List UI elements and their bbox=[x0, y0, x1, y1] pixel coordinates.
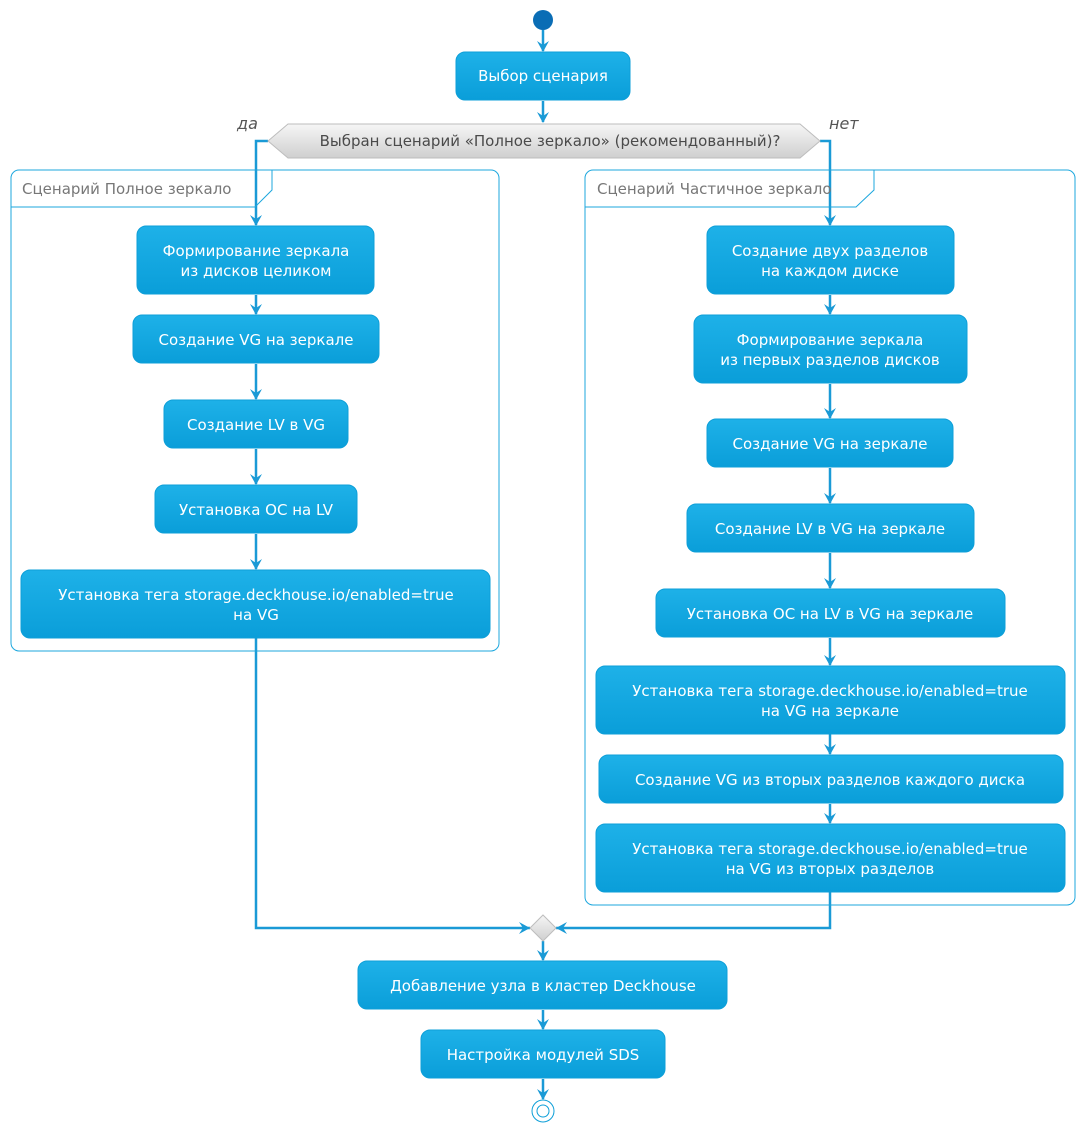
start-node bbox=[533, 10, 553, 30]
partial-step-2-line1: Формирование зеркала bbox=[737, 331, 924, 349]
branch-no-label: нет bbox=[829, 114, 859, 133]
action-configure-sds-label: Настройка модулей SDS bbox=[447, 1046, 640, 1064]
full-step-1-line2: из дисков целиком bbox=[180, 262, 331, 280]
partial-step-3-label: Создание VG на зеркале bbox=[733, 435, 928, 453]
group-full-mirror: Сценарий Полное зеркало bbox=[10, 169, 500, 652]
full-step-2: Создание VG на зеркале bbox=[132, 314, 380, 364]
partial-step-2: Формирование зеркала из первых разделов … bbox=[693, 314, 968, 384]
full-step-5-line2: на VG bbox=[233, 606, 279, 624]
full-step-4: Установка ОС на LV bbox=[154, 484, 358, 534]
full-step-5: Установка тега storage.deckhouse.io/enab… bbox=[20, 569, 491, 639]
partial-step-8-line1: Установка тега storage.deckhouse.io/enab… bbox=[632, 840, 1028, 858]
partial-step-1: Создание двух разделов на каждом диске bbox=[706, 225, 955, 295]
partial-step-6-line1: Установка тега storage.deckhouse.io/enab… bbox=[632, 682, 1028, 700]
full-step-2-label: Создание VG на зеркале bbox=[159, 331, 354, 349]
partial-step-4-label: Создание LV в VG на зеркале bbox=[715, 520, 945, 538]
partial-step-6-line2: на VG на зеркале bbox=[761, 702, 899, 720]
full-step-4-label: Установка ОС на LV bbox=[179, 501, 334, 519]
action-select-scenario-label: Выбор сценария bbox=[478, 67, 608, 85]
merge-node bbox=[529, 914, 557, 942]
partial-step-8: Установка тега storage.deckhouse.io/enab… bbox=[595, 823, 1066, 893]
partial-step-4: Создание LV в VG на зеркале bbox=[686, 503, 975, 553]
group-partial-mirror: Сценарий Частичное зеркало bbox=[584, 169, 1076, 906]
end-node bbox=[531, 1099, 555, 1123]
partial-step-6: Установка тега storage.deckhouse.io/enab… bbox=[595, 665, 1066, 735]
partial-step-8-line2: на VG из вторых разделов bbox=[726, 860, 935, 878]
full-step-1: Формирование зеркала из дисков целиком bbox=[136, 225, 375, 295]
partial-step-3: Создание VG на зеркале bbox=[706, 418, 954, 468]
action-configure-sds: Настройка модулей SDS bbox=[420, 1029, 666, 1079]
full-step-3: Создание LV в VG bbox=[163, 399, 349, 449]
full-step-1-line1: Формирование зеркала bbox=[163, 242, 350, 260]
partial-step-1-line1: Создание двух разделов bbox=[732, 242, 928, 260]
action-add-node-label: Добавление узла в кластер Deckhouse bbox=[390, 977, 696, 995]
action-add-node: Добавление узла в кластер Deckhouse bbox=[357, 960, 728, 1010]
arrowheads bbox=[250, 41, 836, 1100]
group-partial-mirror-title: Сценарий Частичное зеркало bbox=[597, 180, 832, 198]
partial-step-1-line2: на каждом диске bbox=[761, 262, 899, 280]
partial-step-5: Установка ОС на LV в VG на зеркале bbox=[655, 588, 1006, 638]
action-select-scenario: Выбор сценария bbox=[455, 51, 631, 101]
decision-node: Выбран сценарий «Полное зеркало» (рекоме… bbox=[267, 123, 821, 159]
partial-step-2-line2: из первых разделов дисков bbox=[720, 351, 940, 369]
full-step-3-label: Создание LV в VG bbox=[187, 416, 325, 434]
partial-step-5-label: Установка ОС на LV в VG на зеркале bbox=[687, 605, 974, 623]
partial-step-7-label: Создание VG из вторых разделов каждого д… bbox=[635, 771, 1025, 789]
group-full-mirror-title: Сценарий Полное зеркало bbox=[22, 180, 231, 198]
partial-step-7: Создание VG из вторых разделов каждого д… bbox=[598, 754, 1064, 804]
full-step-5-line1: Установка тега storage.deckhouse.io/enab… bbox=[58, 586, 454, 604]
decision-question: Выбран сценарий «Полное зеркало» (рекоме… bbox=[320, 132, 781, 150]
branch-yes-label: да bbox=[236, 114, 258, 133]
